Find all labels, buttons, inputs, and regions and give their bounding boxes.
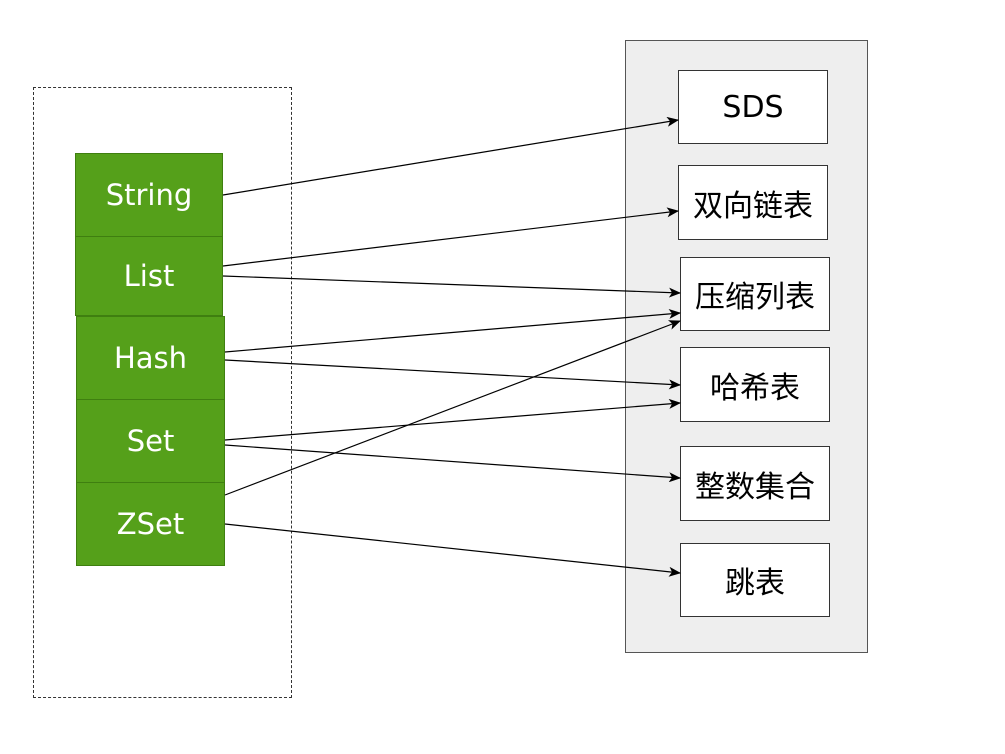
arrow-hash-to-hashtable [224,359,681,390]
impl-linkedlist-label: 双向链表 [693,188,813,224]
arrow-hash-to-ziplist [224,308,681,353]
impl-skiplist-label: 跳表 [725,566,785,601]
type-string[interactable]: String [75,153,223,237]
type-zset[interactable]: ZSet [76,482,225,566]
arrow-zset-to-skiplist [224,523,681,577]
impl-sds-label: SDS [722,89,784,125]
type-list[interactable]: List [75,236,223,316]
arrow-zset-to-ziplist [224,320,681,496]
impl-ziplist-label: 压缩列表 [695,280,815,315]
impl-skiplist[interactable]: 跳表 [680,543,830,617]
type-zset-label: ZSet [116,507,185,541]
type-list-label: List [123,259,175,293]
arrow-set-to-intset [224,444,681,483]
type-string-label: String [105,178,193,212]
type-hash-label: Hash [113,341,188,375]
type-hash[interactable]: Hash [76,316,225,400]
type-set-label: Set [126,424,175,458]
impl-sds[interactable]: SDS [678,70,828,144]
arrow-set-to-hashtable [224,398,681,441]
impl-intset-label: 整数集合 [695,469,815,505]
impl-intset[interactable]: 整数集合 [680,446,830,521]
impl-hashtable[interactable]: 哈希表 [680,347,830,422]
impl-hashtable-label: 哈希表 [710,370,800,406]
impl-ziplist[interactable]: 压缩列表 [680,257,830,331]
impl-linkedlist[interactable]: 双向链表 [678,165,828,240]
type-set[interactable]: Set [76,399,225,483]
